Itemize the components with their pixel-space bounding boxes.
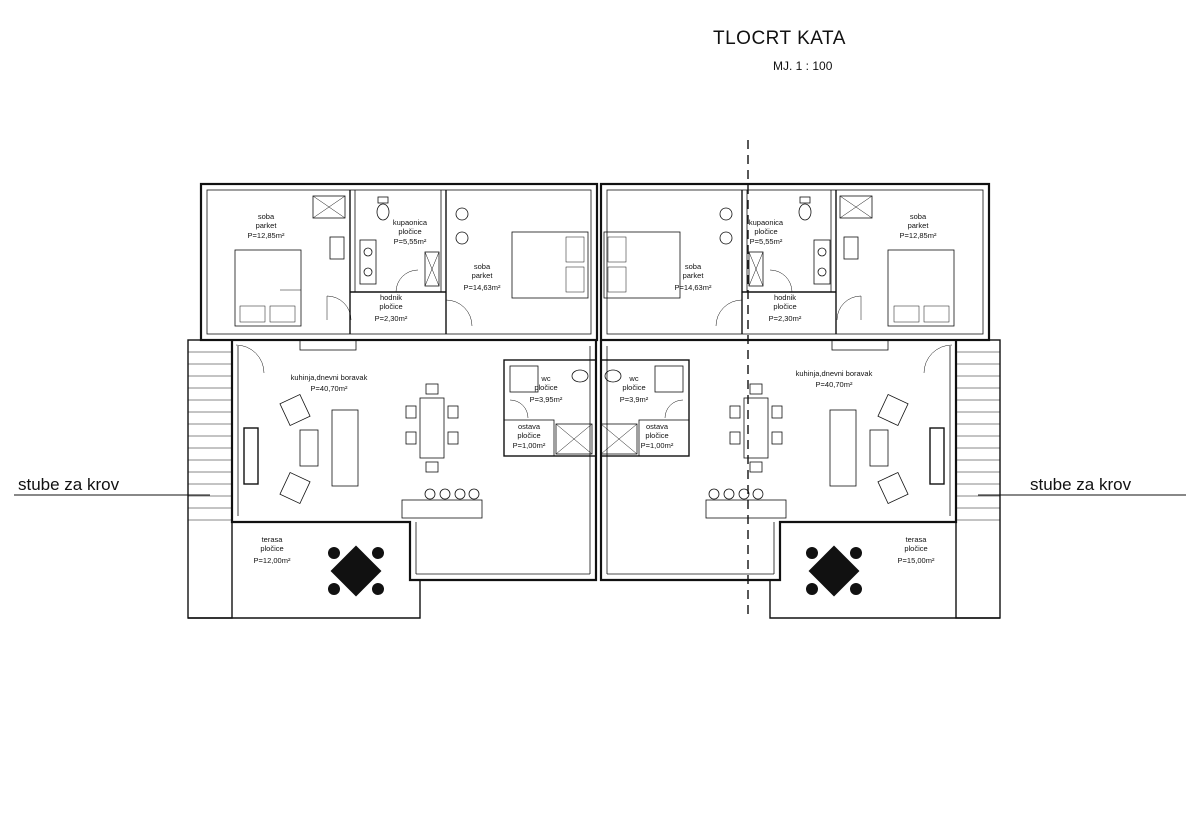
room-area: P=2,30m²: [769, 314, 802, 323]
room-area: P=14,63m²: [675, 283, 712, 292]
room-name: kuhinja,dnevni boravak: [291, 373, 368, 382]
room-finish: pločice: [773, 302, 796, 311]
room-area: P=40,70m²: [816, 380, 853, 389]
room-name: hodnik: [774, 293, 796, 302]
room-name: wc: [540, 374, 550, 383]
room-area: P=5,55m²: [394, 237, 427, 246]
room-finish: pločice: [622, 383, 645, 392]
plan-scale: MJ. 1 : 100: [773, 59, 833, 73]
room-name: kupaonica: [749, 218, 784, 227]
right-stairs-label: stube za krov: [1030, 475, 1132, 494]
room-area: P=12,85m²: [248, 231, 285, 240]
room-area: P=1,00m²: [513, 441, 546, 450]
room-finish: pločice: [645, 431, 668, 440]
room-name: ostava: [518, 422, 541, 431]
room-name: hodnik: [380, 293, 402, 302]
room-name: terasa: [262, 535, 284, 544]
room-area: P=3,9m²: [620, 395, 649, 404]
right-unit-labels: soba parket P=12,85m² kupaonica pločice …: [620, 212, 937, 565]
room-finish: parket: [256, 221, 278, 230]
room-name: soba: [685, 262, 702, 271]
room-area: P=15,00m²: [898, 556, 935, 565]
room-area: P=2,30m²: [375, 314, 408, 323]
room-finish: parket: [683, 271, 705, 280]
room-area: P=3,95m²: [530, 395, 563, 404]
room-finish: parket: [908, 221, 930, 230]
right-unit: [599, 182, 1001, 619]
room-name: kuhinja,dnevni boravak: [796, 369, 873, 378]
room-finish: pločice: [398, 227, 421, 236]
room-finish: pločice: [379, 302, 402, 311]
room-finish: pločice: [260, 544, 283, 553]
left-unit: [187, 182, 599, 619]
room-finish: parket: [472, 271, 494, 280]
room-name: terasa: [906, 535, 928, 544]
room-name: soba: [474, 262, 491, 271]
room-area: P=5,55m²: [750, 237, 783, 246]
left-stairs-label: stube za krov: [18, 475, 120, 494]
room-name: soba: [910, 212, 927, 221]
room-finish: pločice: [534, 383, 557, 392]
room-finish: pločice: [904, 544, 927, 553]
plan-title: TLOCRT KATA: [713, 28, 846, 49]
left-unit-labels: soba parket P=12,85m² kupaonica pločice …: [248, 212, 563, 565]
room-area: P=12,85m²: [900, 231, 937, 240]
room-finish: pločice: [754, 227, 777, 236]
room-area: P=14,63m²: [464, 283, 501, 292]
room-name: soba: [258, 212, 275, 221]
room-area: P=40,70m²: [311, 384, 348, 393]
room-name: ostava: [646, 422, 669, 431]
room-finish: pločice: [517, 431, 540, 440]
room-area: P=1,00m²: [641, 441, 674, 450]
room-name: kupaonica: [393, 218, 428, 227]
room-area: P=12,00m²: [254, 556, 291, 565]
room-name: wc: [628, 374, 638, 383]
